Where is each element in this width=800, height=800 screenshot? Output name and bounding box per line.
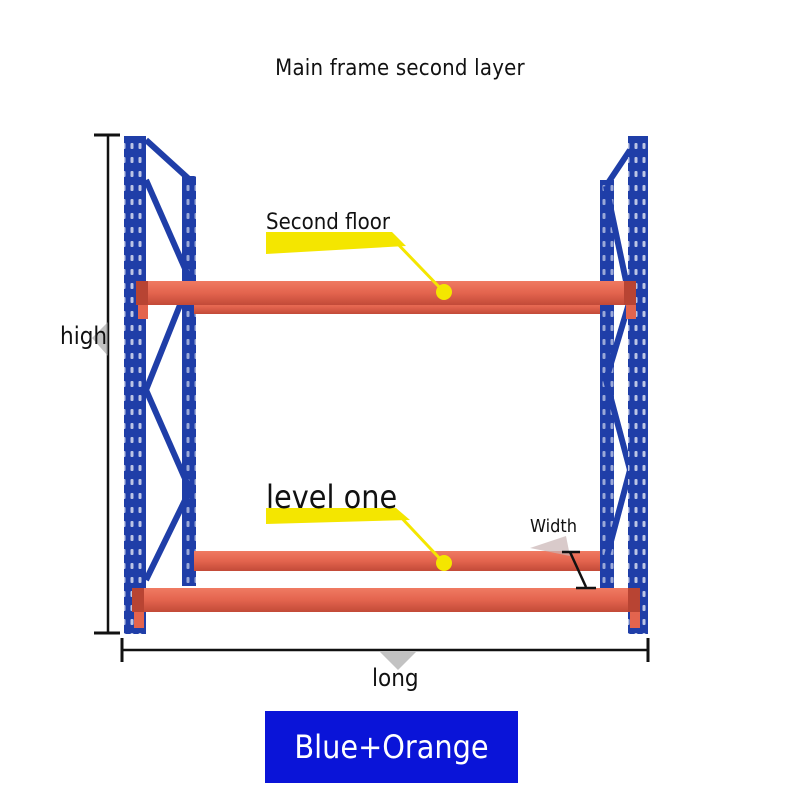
width-label: Width xyxy=(530,516,578,537)
front-left-upright xyxy=(124,136,146,634)
width-dimension xyxy=(530,536,596,590)
callout-dot-icon xyxy=(436,284,452,300)
level-one-rear-beam xyxy=(194,551,600,571)
second-floor-callout xyxy=(266,232,452,300)
high-dimension-arrow-icon xyxy=(92,133,120,635)
second-floor-front-beam xyxy=(136,281,636,319)
long-dimension-arrow-icon xyxy=(120,638,650,670)
color-option-button[interactable]: Blue+Orange xyxy=(265,711,518,783)
diagram-title: Main frame second layer xyxy=(275,56,525,81)
rear-left-upright xyxy=(182,176,196,586)
callout-dot-icon xyxy=(436,555,452,571)
second-floor-label: Second floor xyxy=(266,210,390,235)
level-one-callout xyxy=(266,508,452,571)
level-one-front-beam xyxy=(132,588,640,628)
front-right-upright xyxy=(628,136,648,634)
level-one-label: level one xyxy=(266,478,398,516)
high-label: high xyxy=(60,322,108,350)
long-label: long xyxy=(372,664,419,692)
